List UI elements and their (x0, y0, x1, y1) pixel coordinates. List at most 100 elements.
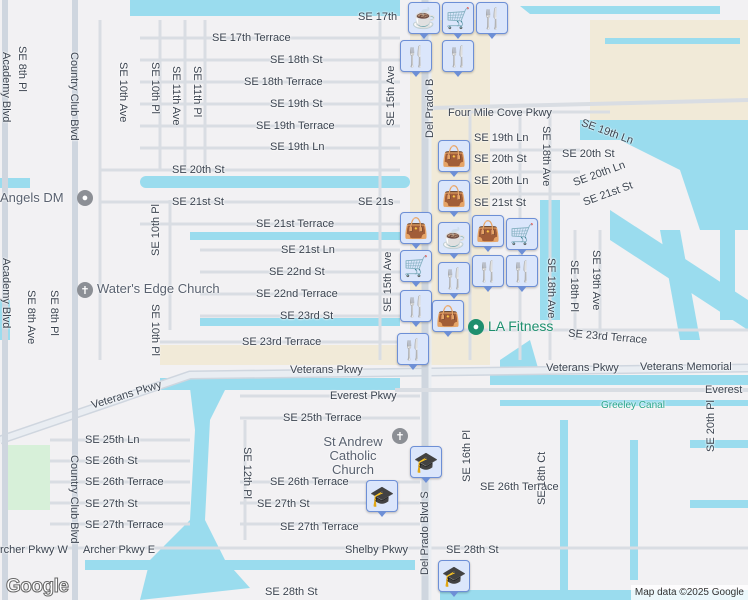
street-label: SE 18th Ct (536, 451, 548, 505)
street-label: Del Prado Blvd S (419, 491, 431, 575)
street-label: SE 19th Ln (474, 132, 529, 144)
street-label: Academy Blvd (0, 258, 12, 329)
school-marker-icon[interactable]: 🎓 (438, 560, 470, 597)
street-label: Everest (705, 384, 743, 396)
school-marker-icon[interactable]: 🎓 (410, 446, 442, 483)
street-label: Veterans Pkwy (546, 362, 619, 374)
shopping-bag-marker-icon[interactable]: 👜 (438, 180, 470, 217)
street-label: SE 20th Pl (705, 400, 717, 452)
street-label: SE 20th St (562, 148, 615, 160)
street-label: SE 20th St (172, 164, 225, 176)
shopping-bag-marker-icon[interactable]: 👜 (438, 140, 470, 177)
coffee-marker-icon[interactable]: ☕ (408, 2, 440, 39)
street-label: SE 10th Ave (117, 62, 129, 123)
church-cross-icon[interactable]: ✝ (77, 282, 93, 298)
street-label: SE 18th Ave (545, 258, 557, 319)
shopping-cart-marker-icon[interactable]: 🛒 (506, 218, 538, 255)
place-label[interactable]: St Andrew Catholic Church (323, 434, 383, 477)
street-label: SE 23rd St (280, 310, 334, 322)
street-label: SE 18th Pl (568, 260, 580, 312)
street-label: SE 23rd Terrace (242, 336, 322, 348)
street-label: Veterans Memorial (640, 361, 732, 373)
restaurant-marker-icon[interactable]: 🍴 (400, 40, 432, 77)
restaurant-marker-icon[interactable]: 🍴 (438, 262, 470, 299)
shopping-cart-marker-icon[interactable]: 🛒 (442, 2, 474, 39)
street-label: SE 20th Ln (474, 175, 529, 187)
shopping-bag-marker-icon[interactable]: 👜 (472, 215, 504, 252)
street-label: Veterans Pkwy (290, 364, 363, 376)
street-label: SE 11th Pl (191, 66, 203, 118)
street-label: SE 26th Terrace (270, 476, 349, 488)
street-label: SE 27th St (85, 498, 138, 510)
street-label: SE 17th Terrace (212, 32, 291, 44)
street-label: SE 26th Terrace (480, 481, 559, 493)
street-label: SE 27th Terrace (280, 521, 359, 533)
street-label: SE 21st Ln (281, 244, 335, 256)
street-label: Four Mile Cove Pkwy (448, 107, 552, 119)
street-label: SE 10th Pl (150, 204, 162, 256)
street-label: SE 15th Ave (385, 65, 397, 126)
street-label: SE 10th Pl (149, 62, 161, 114)
street-label: SE 21st St (474, 197, 526, 209)
restaurant-marker-icon[interactable]: 🍴 (397, 333, 429, 370)
street-label: Country Club Blvd (68, 455, 80, 544)
street-label: SE 21s (358, 196, 394, 208)
place-pin-icon[interactable]: ● (77, 190, 93, 206)
coffee-marker-icon[interactable]: ☕ (438, 222, 470, 259)
street-label: SE 15th Ave (382, 251, 394, 312)
street-label: SE 16th Pl (461, 430, 473, 482)
street-label: SE 28th St (265, 586, 318, 598)
street-label: Academy Blvd (0, 52, 12, 123)
place-label[interactable]: Water's Edge Church (97, 281, 220, 296)
place-label[interactable]: LA Fitness (488, 318, 554, 334)
street-label: SE 27th St (257, 498, 310, 510)
street-label: SE 18th St (270, 54, 323, 66)
street-label: SE 8th Pl (48, 290, 60, 336)
street-label: SE 19th Terrace (256, 120, 335, 132)
street-label: Archer Pkwy E (83, 544, 156, 556)
street-label: SE 25th Ln (85, 434, 140, 446)
street-label: SE 21st St (172, 196, 224, 208)
street-label: SE 28th St (446, 544, 499, 556)
restaurant-marker-icon[interactable]: 🍴 (400, 290, 432, 327)
restaurant-marker-icon[interactable]: 🍴 (476, 2, 508, 39)
restaurant-marker-icon[interactable]: 🍴 (442, 40, 474, 77)
street-label: SE 22nd Terrace (256, 288, 338, 300)
street-label: SE 12th Pl (241, 447, 253, 499)
street-label: SE 8th Ave (25, 290, 37, 345)
shopping-cart-marker-icon[interactable]: 🛒 (400, 250, 432, 287)
google-logo: Google (5, 576, 69, 598)
shopping-bag-marker-icon[interactable]: 👜 (432, 300, 464, 337)
street-label: Everest Pkwy (330, 390, 397, 402)
street-label: SE 17th (358, 11, 398, 23)
map-attribution[interactable]: Map data ©2025 Google (630, 585, 748, 600)
commercial-area (160, 345, 420, 365)
shopping-bag-marker-icon[interactable]: 👜 (400, 212, 432, 249)
waterway-label: Greeley Canal (601, 400, 665, 411)
street-label: SE 20th St (474, 153, 527, 165)
street-label: SE 19th Ave (590, 250, 602, 311)
church-icon[interactable]: ✝ (392, 428, 408, 444)
street-label: SE 8th Pl (16, 46, 28, 92)
street-label: SE 21st Terrace (256, 218, 335, 230)
street-label: rcher Pkwy W (0, 544, 68, 556)
fitness-pin-icon[interactable]: ● (468, 319, 484, 335)
street-label: SE 18th Ave (540, 126, 552, 187)
park-area (5, 445, 50, 510)
street-label: SE 22nd St (269, 266, 325, 278)
street-label: SE 11th Ave (170, 66, 182, 126)
street-label: Del Prado B (424, 78, 436, 138)
restaurant-marker-icon[interactable]: 🍴 (472, 255, 504, 292)
street-label: SE 18th Terrace (244, 76, 323, 88)
street-label: SE 25th Terrace (283, 412, 362, 424)
school-marker-icon[interactable]: 🎓 (366, 480, 398, 517)
street-label: SE 26th St (85, 455, 138, 467)
minor-roads (0, 20, 748, 550)
street-label: SE 26th Terrace (85, 476, 164, 488)
place-label[interactable]: Angels DM (0, 190, 64, 205)
street-label: SE 19th Ln (270, 141, 325, 153)
restaurant-marker-icon[interactable]: 🍴 (506, 255, 538, 292)
street-label: Shelby Pkwy (345, 544, 408, 556)
